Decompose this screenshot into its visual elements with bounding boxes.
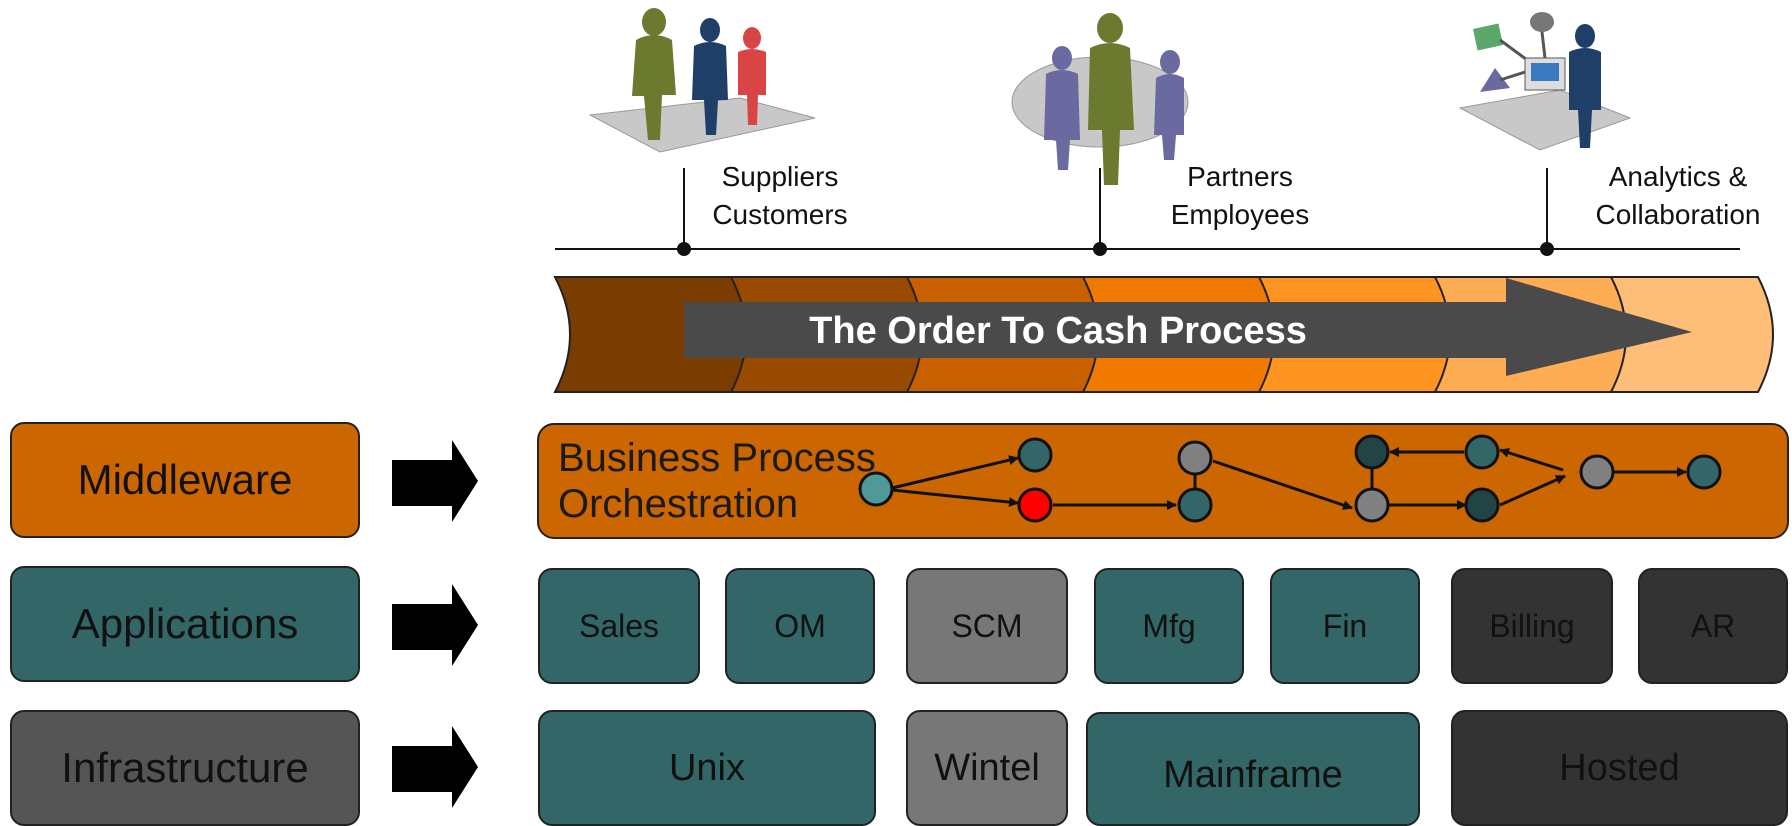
infra-hosted: Hosted bbox=[1451, 710, 1788, 826]
timeline-marker bbox=[677, 242, 691, 256]
stakeholder-line: Suppliers bbox=[721, 161, 839, 192]
platform-analytics bbox=[1458, 89, 1632, 151]
satellite-dish-icon bbox=[1530, 12, 1554, 32]
timeline-marker bbox=[1540, 242, 1554, 256]
person-icon bbox=[692, 18, 728, 135]
person-icon bbox=[1154, 50, 1184, 160]
stakeholder-group-analytics-illustration bbox=[1458, 12, 1632, 151]
process-node bbox=[1464, 434, 1500, 470]
infra-unix: Unix bbox=[538, 710, 876, 826]
stakeholder-label-partners: Partners Employees bbox=[1150, 158, 1330, 234]
infra-mainframe: Mainframe bbox=[1086, 712, 1420, 826]
app-scm: SCM bbox=[906, 568, 1068, 684]
person-icon bbox=[1044, 46, 1080, 170]
process-node bbox=[1354, 487, 1390, 523]
middleware-title: Business Process Orchestration bbox=[558, 435, 876, 527]
stakeholder-label-suppliers: Suppliers Customers bbox=[700, 158, 860, 234]
stakeholder-line: Employees bbox=[1170, 199, 1310, 230]
person-icon bbox=[1088, 13, 1134, 185]
app-ar: AR bbox=[1638, 568, 1788, 684]
process-node bbox=[1579, 454, 1615, 490]
app-sales: Sales bbox=[538, 568, 700, 684]
stakeholder-label-analytics: Analytics & Collaboration bbox=[1578, 158, 1778, 234]
layer-arrows bbox=[392, 440, 478, 808]
stakeholder-line: Collaboration bbox=[1595, 199, 1761, 230]
layer-label-middleware: Middleware bbox=[10, 422, 360, 538]
process-node bbox=[1017, 437, 1053, 473]
process-node bbox=[1354, 434, 1390, 470]
process-node bbox=[1686, 454, 1722, 490]
process-node bbox=[1177, 487, 1213, 523]
stakeholder-group-suppliers-illustration bbox=[588, 8, 816, 153]
process-node bbox=[858, 471, 894, 507]
stakeholder-line: Customers bbox=[712, 199, 848, 230]
stakeholder-line: Partners bbox=[1187, 161, 1293, 192]
app-om: OM bbox=[725, 568, 875, 684]
person-icon bbox=[738, 27, 766, 125]
timeline-marker bbox=[1093, 242, 1107, 256]
timeline bbox=[555, 168, 1740, 256]
app-billing: Billing bbox=[1451, 568, 1613, 684]
arrow-right-icon bbox=[392, 726, 478, 808]
person-icon bbox=[1569, 24, 1601, 148]
infra-wintel: Wintel bbox=[906, 710, 1068, 826]
person-icon bbox=[632, 8, 676, 140]
middleware-title-line: Business Process bbox=[558, 436, 876, 480]
process-node-error bbox=[1017, 487, 1053, 523]
orchestration-edges bbox=[891, 447, 1687, 510]
stakeholder-line: Analytics & bbox=[1608, 161, 1748, 192]
layer-label-applications: Applications bbox=[10, 566, 360, 682]
process-arrow bbox=[684, 278, 1692, 376]
platform-suppliers bbox=[588, 97, 816, 153]
app-fin: Fin bbox=[1270, 568, 1420, 684]
middleware-title-line: Orchestration bbox=[558, 482, 799, 526]
process-node bbox=[1464, 487, 1500, 523]
process-node bbox=[1177, 440, 1213, 476]
app-mfg: Mfg bbox=[1094, 568, 1244, 684]
orchestration-nodes bbox=[858, 434, 1722, 523]
stakeholder-group-partners-illustration bbox=[1011, 13, 1189, 185]
arrow-right-icon bbox=[392, 440, 478, 522]
layer-label-infrastructure: Infrastructure bbox=[10, 710, 360, 826]
arrow-right-icon bbox=[392, 584, 478, 666]
chart-panel-icon bbox=[1472, 23, 1504, 51]
process-title: The Order To Cash Process bbox=[809, 310, 1307, 352]
triangle-icon bbox=[1480, 68, 1510, 92]
